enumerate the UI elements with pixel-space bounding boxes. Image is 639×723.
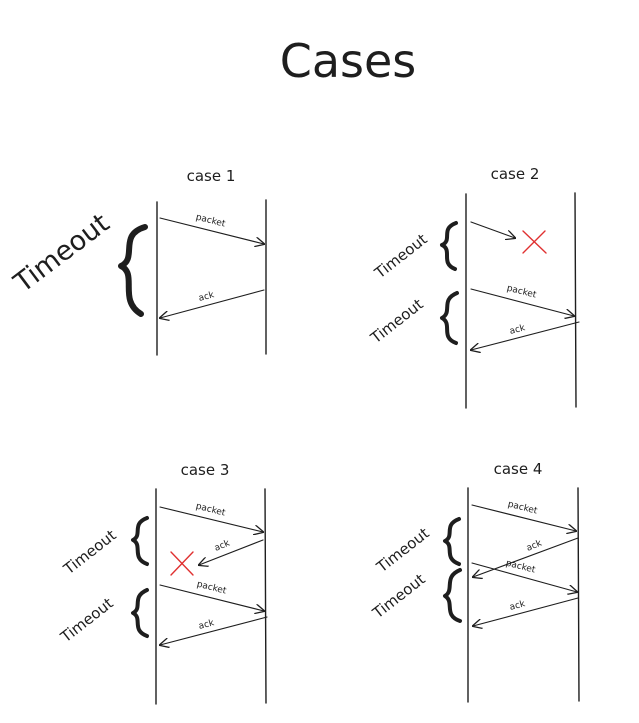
case-4-ack-label-2: ack <box>509 599 527 613</box>
case-2-ack-arrow <box>471 321 580 350</box>
case-3-label: case 3 <box>181 461 230 479</box>
case-3-timeout-label-2: Timeout <box>56 594 116 647</box>
case-3-timeout-brace-2 <box>131 588 149 638</box>
case-3-packet-arrow-1 <box>159 506 263 532</box>
case-2-ack-label: ack <box>509 323 527 337</box>
case-3-ack-arrow-2 <box>160 616 268 645</box>
diagram-title: Cases <box>280 34 417 88</box>
case-1-packet-label: packet <box>195 213 227 230</box>
case-3-packet-arrow-2 <box>159 584 264 611</box>
case-4-receiver-line <box>577 487 580 702</box>
case-4-packet-arrow-1 <box>471 504 576 531</box>
case-2-lost-packet-arrow <box>470 221 515 238</box>
case-4-timeout-brace-1 <box>443 517 461 566</box>
case-3-ack-label-2: ack <box>198 618 216 632</box>
case-4-packet-label-1: packet <box>507 500 539 517</box>
case-4-timeout-brace-2 <box>443 568 462 623</box>
case-4-label: case 4 <box>494 460 543 478</box>
case-3-timeout-brace-1 <box>131 516 149 566</box>
case-2-packet-label: packet <box>506 284 538 301</box>
case-3-packet-label-2: packet <box>196 580 228 597</box>
case-1-ack-label: ack <box>198 290 216 304</box>
case-3-ack-label-1: ack <box>213 538 232 553</box>
case-3-lost-ack-arrow <box>199 539 264 565</box>
case-4-ack-arrow-2 <box>473 597 579 626</box>
case-2-timeout-brace-1 <box>440 221 458 271</box>
case-2-timeout-label-2: Timeout <box>366 295 426 348</box>
case-1-packet-arrow <box>159 217 264 244</box>
case-4-timeout-label-2: Timeout <box>368 570 428 623</box>
case-2-receiver-line <box>574 192 577 408</box>
case-1-timeout-brace <box>118 224 148 317</box>
case-2-loss-x-mark <box>522 230 547 254</box>
case-4-timeout-label-1: Timeout <box>372 524 432 577</box>
case-3-receiver-line <box>264 488 267 704</box>
case-1-ack-arrow <box>160 289 265 318</box>
case-1-label: case 1 <box>187 167 236 185</box>
case-2-packet-arrow <box>470 288 574 316</box>
case-4: case 4 packet ack packet ack Timeout Tim… <box>368 460 580 703</box>
case-4-packet-arrow-2 <box>471 562 577 592</box>
case-1: case 1 packet ack Timeout <box>8 167 267 356</box>
case-3: case 3 packet ack Timeout packet ack Tim… <box>56 461 268 705</box>
case-4-ack-arrow-1 <box>473 537 579 577</box>
case-2-timeout-brace-2 <box>440 291 459 345</box>
case-3-timeout-label-1: Timeout <box>59 526 119 579</box>
case-2: case 2 Timeout packet ack Timeout <box>366 165 580 409</box>
case-3-loss-x-mark <box>170 551 194 576</box>
case-1-timeout-label: Timeout <box>8 208 116 300</box>
case-2-timeout-label-1: Timeout <box>370 230 430 283</box>
case-2-label: case 2 <box>491 165 540 183</box>
